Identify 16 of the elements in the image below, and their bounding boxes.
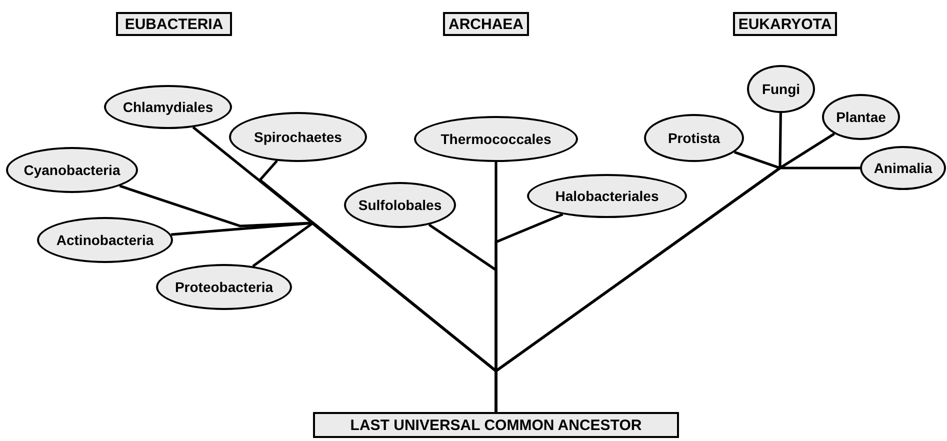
taxon-oval: Thermococcales — [414, 116, 578, 162]
taxon-oval: Protista — [644, 114, 744, 162]
taxon-oval: Cyanobacteria — [6, 147, 138, 193]
domain-label-box: EUBACTERIA — [116, 12, 232, 36]
domain-label-box: ARCHAEA — [443, 12, 529, 36]
taxon-oval: Plantae — [822, 94, 900, 140]
taxon-oval: Sulfolobales — [344, 182, 456, 228]
domain-label-box: LAST UNIVERSAL COMMON ANCESTOR — [313, 412, 679, 438]
taxon-oval: Halobacteriales — [527, 174, 687, 218]
taxon-oval: Proteobacteria — [156, 264, 292, 310]
taxon-oval: Animalia — [860, 146, 946, 190]
taxon-oval: Actinobacteria — [37, 217, 173, 263]
taxon-oval: Chlamydiales — [104, 85, 232, 129]
taxon-oval: Fungi — [747, 65, 815, 113]
domain-label-box: EUKARYOTA — [733, 12, 837, 36]
taxon-oval: Spirochaetes — [229, 112, 367, 162]
